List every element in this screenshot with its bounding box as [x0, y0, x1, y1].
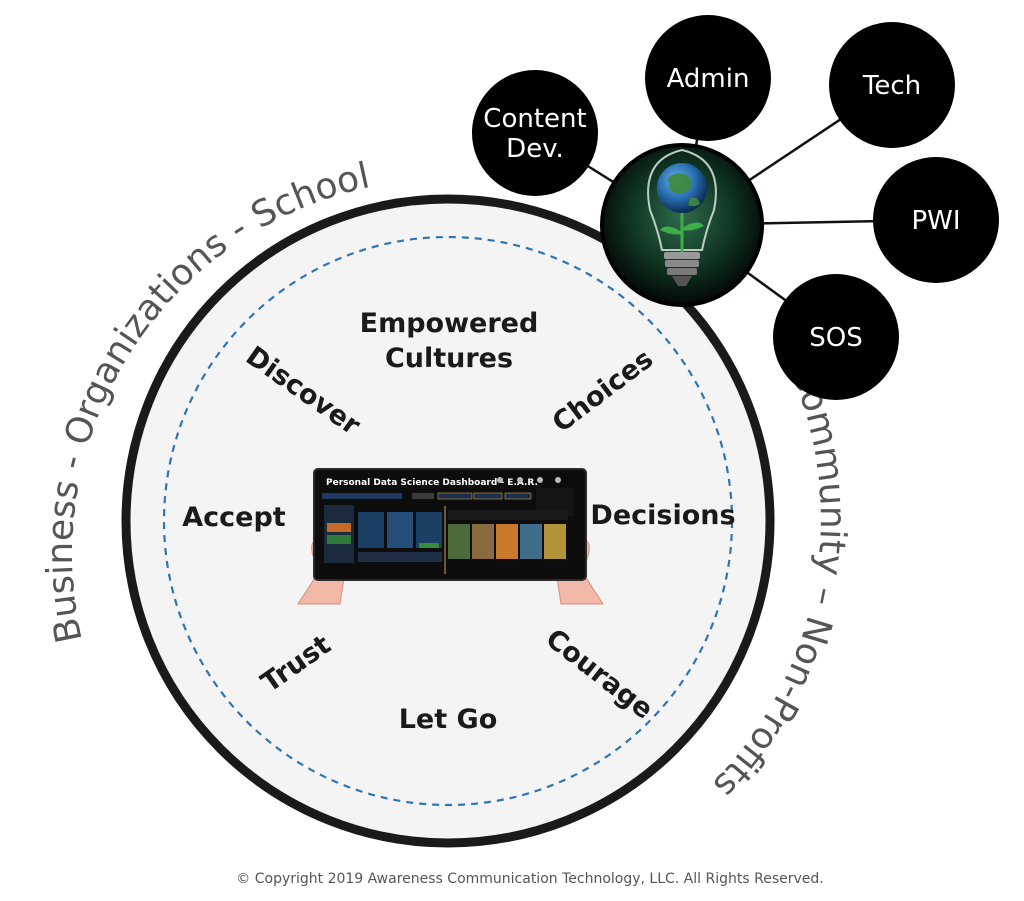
dashboard-bottom-bar — [358, 552, 442, 562]
dashboard-button — [473, 492, 503, 500]
dashboard-card — [387, 512, 413, 548]
copyright-notice: © Copyright 2019 Awareness Communication… — [236, 871, 823, 887]
node-content-dev: Content Dev. — [472, 70, 598, 196]
lightbulb-earth-icon — [600, 143, 764, 307]
node-content-dev-line1: Content — [483, 104, 586, 134]
value-empowered-line2: Cultures — [385, 343, 513, 374]
node-pwi: PWI — [873, 157, 999, 283]
dashboard-photo — [544, 524, 566, 559]
dashboard-card — [416, 512, 442, 548]
value-let-go: Let Go — [399, 704, 498, 735]
dashboard-title: Personal Data Science Dashboard - E.A.R. — [326, 478, 538, 488]
node-tech-label: Tech — [862, 71, 921, 101]
dashboard-icon — [537, 477, 543, 483]
dashboard-left-tile — [327, 535, 351, 544]
value-empowered-line1: Empowered — [360, 308, 539, 339]
node-tech: Tech — [829, 22, 955, 148]
dashboard-photo — [472, 524, 494, 559]
dashboard-left-panel — [324, 505, 354, 563]
dashboard-photo — [496, 524, 518, 559]
node-admin-label: Admin — [667, 64, 750, 94]
dashboard-icon — [555, 477, 561, 483]
value-decisions: Decisions — [590, 500, 735, 531]
inner-dashed-circle — [162, 235, 734, 807]
node-admin: Admin — [645, 15, 771, 141]
node-content-dev-line2: Dev. — [506, 134, 564, 164]
dashboard-progress — [419, 543, 439, 548]
value-accept: Accept — [182, 502, 286, 533]
tablet-dashboard: Personal Data Science Dashboard - E.A.R. — [297, 468, 604, 605]
dashboard-icon — [517, 477, 523, 483]
dashboard-header-strip — [448, 510, 568, 520]
dashboard-card — [358, 512, 384, 548]
dashboard-photo — [520, 524, 542, 559]
dashboard-icon — [497, 477, 503, 483]
dashboard-button — [504, 492, 532, 500]
dashboard-button — [412, 493, 434, 499]
dashboard-logo-strip — [322, 493, 402, 499]
dashboard-left-tile — [327, 523, 351, 532]
dashboard-photo — [448, 524, 470, 559]
node-pwi-label: PWI — [911, 206, 960, 236]
dashboard-button — [437, 492, 473, 500]
node-sos: SOS — [773, 274, 899, 400]
node-sos-label: SOS — [809, 323, 862, 353]
